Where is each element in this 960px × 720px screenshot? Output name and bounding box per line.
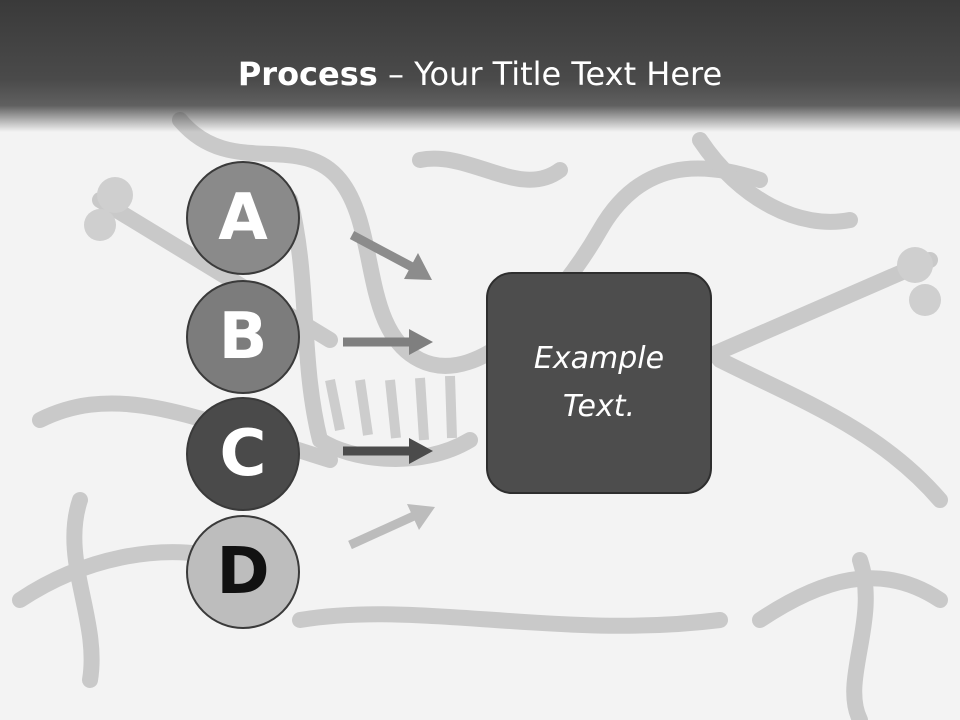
step-label-d: D: [216, 535, 270, 609]
step-label-a: A: [218, 181, 268, 255]
step-circle-a: A: [186, 161, 300, 275]
step-circle-c: C: [186, 397, 300, 511]
slide-title: Process – Your Title Text Here: [0, 52, 960, 96]
title-rest: – Your Title Text Here: [377, 55, 723, 93]
step-circle-d: D: [186, 515, 300, 629]
step-circle-b: B: [186, 280, 300, 394]
step-label-b: B: [218, 300, 268, 374]
result-text: Example Text.: [533, 341, 665, 424]
title-bar: [0, 0, 960, 132]
result-box: Example Text.: [486, 272, 712, 494]
title-bold: Process: [237, 55, 378, 93]
step-label-c: C: [219, 417, 267, 491]
